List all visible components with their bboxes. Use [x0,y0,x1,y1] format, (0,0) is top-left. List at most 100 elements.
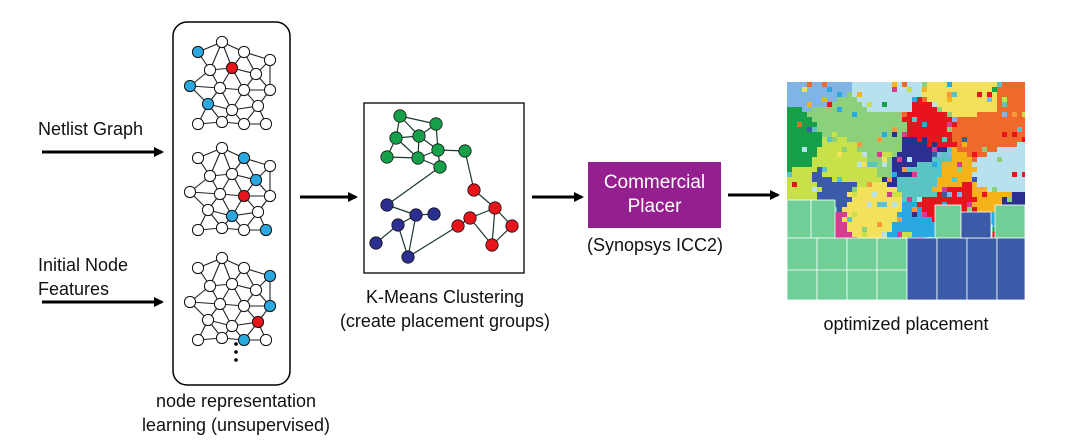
placement-cell [852,132,857,137]
placement-cell [892,117,897,122]
placement-cell [882,172,887,177]
placement-cell [942,197,947,202]
placement-cell [912,172,917,177]
placement-cell [872,147,877,152]
placement-cell [847,132,852,137]
placement-cell [867,197,872,202]
placement-cell [892,197,897,202]
placement-cell [922,97,927,102]
placement-cell [967,137,972,142]
placement-cell [882,147,887,152]
placement-cell [792,107,797,112]
placement-cell [847,232,852,237]
graph-node [263,83,277,97]
placement-cell [872,117,877,122]
placement-cell [852,127,857,132]
placement-cell [937,157,942,162]
placement-cell [957,117,962,122]
placement-cell [882,127,887,132]
placement-cell [862,142,867,147]
placement-cell [822,167,827,172]
placement-cell [1007,162,1012,167]
placement-cell [977,182,982,187]
placement-cell [867,157,872,162]
placement-cell [987,157,992,162]
placement-cell [932,147,937,152]
placement-cell [947,82,952,87]
placement-cell [1012,192,1017,197]
placement-cell [987,202,992,207]
placement-cell [977,202,982,207]
placement-cell [1022,162,1025,167]
placement-cell [872,222,877,227]
placement-cell [927,102,932,107]
placement-cell [812,112,817,117]
placement-cell [827,197,832,202]
placement-cell [832,92,837,97]
placement-cell [907,222,912,227]
placement-cell [907,107,912,112]
placement-cell [912,112,917,117]
placement-cell [862,232,867,237]
placement-cell [1012,152,1017,157]
placement-cell [987,102,992,107]
placement-cell [877,222,882,227]
placement-cell [972,122,977,127]
placement-cell [982,107,987,112]
placement-cell [847,82,852,87]
placement-cell [1022,157,1025,162]
placement-cell [942,157,947,162]
placement-cell [992,207,997,212]
placement-cell [837,117,842,122]
graph-node [237,223,251,237]
placement-cell [897,142,902,147]
placement-cell [922,122,927,127]
placement-cell [817,137,822,142]
placement-cell [837,107,842,112]
placement-cell [922,212,927,217]
placement-cell [897,217,902,222]
placement-cell [912,137,917,142]
placement-cell [837,217,842,222]
placement-cell [787,102,792,107]
placement-cell [907,92,912,97]
placement-cell [857,157,862,162]
placement-cell [942,187,947,192]
placement-cell [882,227,887,232]
placement-cell [817,162,822,167]
placement-cell [827,92,832,97]
placement-cell [862,157,867,162]
placement-cell [927,182,932,187]
placement-cell [822,117,827,122]
placement-cell [872,197,877,202]
placement-cell [957,112,962,117]
placement-cell [817,157,822,162]
placement-cell [1017,167,1022,172]
placement-cell [862,197,867,202]
placement-cell [997,112,1002,117]
placement-cell [992,122,997,127]
placement-cell [827,82,832,87]
placement-cell [892,147,897,152]
placement-cell [982,177,987,182]
placement-cell [972,187,977,192]
placement-cell [807,162,812,167]
placement-cell [792,152,797,157]
placement-cell [817,107,822,112]
placement-cell [937,162,942,167]
placement-cell [962,127,967,132]
placement-cell [862,172,867,177]
placement-cell [882,182,887,187]
placement-cell [812,117,817,122]
placement-cell [817,152,822,157]
placement-cell [812,172,817,177]
placement-cell [992,177,997,182]
graph-node [203,279,217,293]
placement-cell [817,187,822,192]
placement-cell [947,122,952,127]
placement-cell [847,152,852,157]
placement-cell [902,152,907,157]
placement-cell [1007,137,1012,142]
placement-cell [797,127,802,132]
placement-cell [942,117,947,122]
